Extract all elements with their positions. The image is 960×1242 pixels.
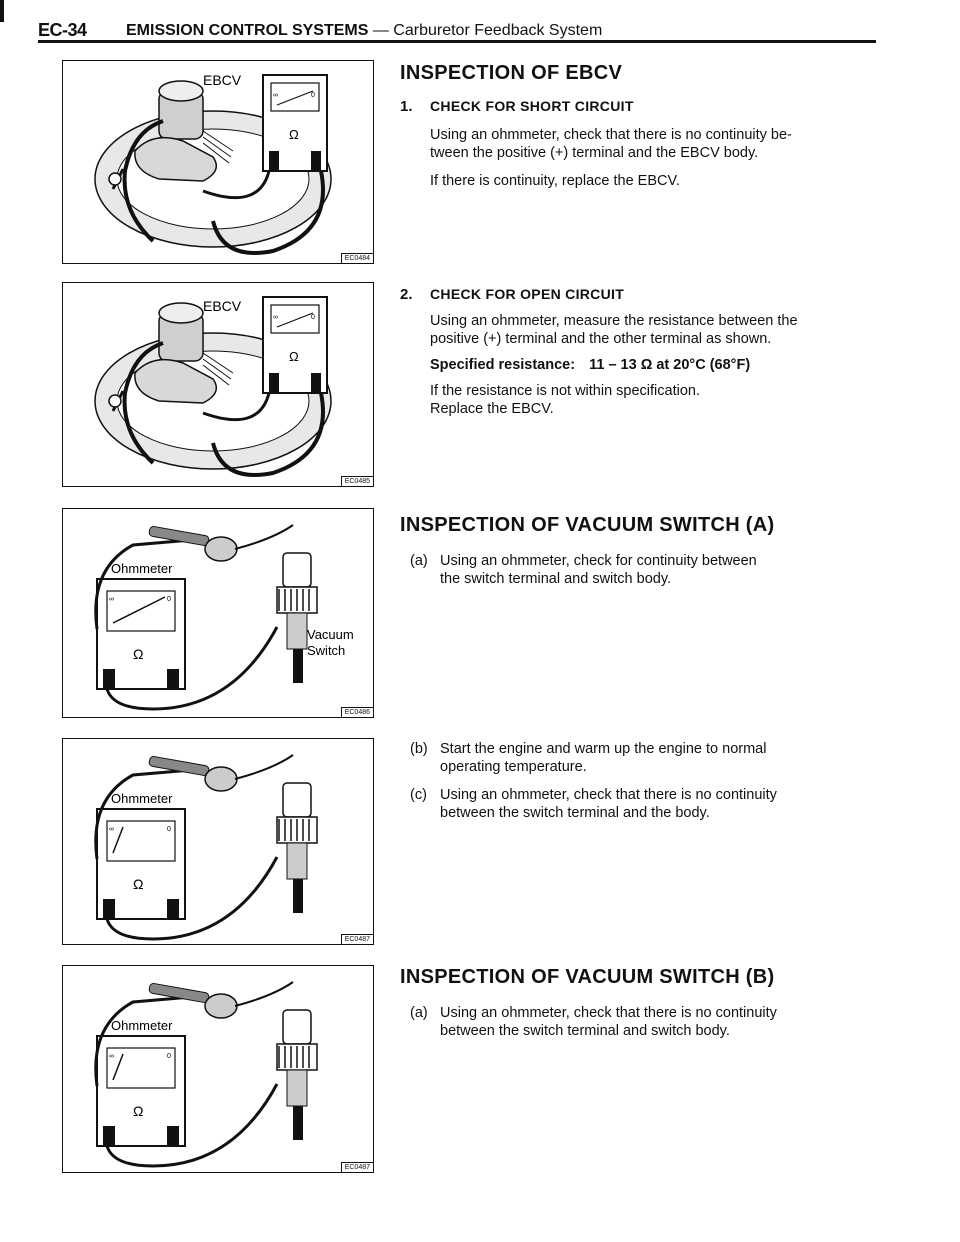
step-label: (a) — [410, 1005, 428, 1021]
label-vacuum: Vacuum — [307, 627, 354, 642]
scale-zero: 0 — [167, 596, 171, 603]
scale-infinity: ∞ — [109, 826, 114, 833]
paragraph-open-circuit-replace: If the resistance is not within specific… — [430, 382, 876, 418]
ebcv-illustration: EBCV ∞ 0 Ω — [94, 296, 332, 477]
vacuum-switch-illustration: Ohmmeter ∞ 0 Ω — [94, 754, 318, 941]
spec-label: Specified resistance: — [430, 357, 576, 373]
heading-inspection-vacuum-switch-b: INSPECTION OF VACUUM SWITCH (B) — [400, 966, 775, 988]
omega-symbol: Ω — [133, 646, 143, 662]
paragraph-short-circuit-check: Using an ohmmeter, check that there is n… — [430, 126, 876, 162]
scale-infinity: ∞ — [109, 596, 114, 603]
figure-vacuum-switch-b: Ohmmeter ∞ 0 Ω EC0487 — [62, 965, 374, 1173]
spec-value: 11 – 13 Ω at 20°C (68°F) — [589, 357, 751, 373]
header-title: EMISSION CONTROL SYSTEMS — Carburetor Fe… — [126, 22, 602, 40]
text-line: tween the positive (+) terminal and the … — [430, 145, 759, 161]
figure-ebcv-short-circuit: EBCV ∞ 0 Ω EC0484 — [62, 60, 374, 264]
figure-code: EC0485 — [340, 476, 373, 486]
step-label: (a) — [410, 553, 428, 569]
label-ohmmeter: Ohmmeter — [111, 1018, 173, 1033]
figure-code: EC0487 — [340, 934, 373, 944]
text-line: Using an ohmmeter, check that there is n… — [440, 787, 777, 803]
figure-vacuum-switch-a-continuity: Ohmmeter ∞ 0 Ω Vacuum Switch EC0486 — [62, 508, 374, 718]
text-line: between the switch terminal and switch b… — [440, 1023, 730, 1039]
omega-symbol: Ω — [133, 876, 143, 892]
ebcv-illustration: EBCV ∞ 0 Ω — [94, 72, 332, 255]
paragraph-open-circuit-measure: Using an ohmmeter, measure the resistanc… — [430, 312, 876, 348]
step-label: (b) — [410, 741, 428, 757]
vacuum-switch-illustration: Ohmmeter ∞ 0 Ω — [94, 981, 318, 1168]
scale-infinity: ∞ — [273, 92, 278, 99]
scale-zero: 0 — [167, 1053, 171, 1060]
step-vsa-b: (b) Start the engine and warm up the eng… — [410, 740, 876, 780]
scale-zero: 0 — [167, 826, 171, 833]
label-ohmmeter: Ohmmeter — [111, 791, 173, 806]
text-line: between the switch terminal and the body… — [440, 805, 710, 821]
page-header: EC-34 EMISSION CONTROL SYSTEMS — Carbure… — [38, 14, 876, 44]
label-ebcv: EBCV — [203, 298, 242, 314]
step-title: CHECK FOR SHORT CIRCUIT — [430, 98, 634, 114]
heading-inspection-vacuum-switch-a: INSPECTION OF VACUUM SWITCH (A) — [400, 514, 775, 536]
corner-crop-mark — [0, 0, 4, 22]
step-text: Using an ohmmeter, check that there is n… — [440, 1004, 876, 1040]
step-text: Start the engine and warm up the engine … — [440, 740, 876, 776]
figure-code: EC0486 — [340, 707, 373, 717]
scale-infinity: ∞ — [109, 1053, 114, 1060]
step-vsa-c: (c) Using an ohmmeter, check that there … — [410, 786, 876, 826]
header-rule — [38, 40, 876, 43]
omega-symbol: Ω — [133, 1103, 143, 1119]
text-line: Using an ohmmeter, check for continuity … — [440, 553, 757, 569]
omega-symbol: Ω — [289, 127, 299, 142]
step-number: 1. — [400, 98, 413, 115]
step-open-circuit: 2. CHECK FOR OPEN CIRCUIT — [400, 286, 876, 306]
label-ebcv: EBCV — [203, 72, 242, 88]
header-title-separator: — — [368, 22, 394, 39]
step-text: Using an ohmmeter, check for continuity … — [440, 552, 876, 588]
heading-inspection-ebcv: INSPECTION OF EBCV — [400, 62, 623, 84]
paragraph-short-circuit-replace: If there is continuity, replace the EBCV… — [430, 173, 680, 189]
specified-resistance: Specified resistance: 11 – 13 Ω at 20°C … — [430, 356, 876, 374]
header-title-sub: Carburetor Feedback System — [393, 22, 603, 39]
omega-symbol: Ω — [289, 349, 299, 364]
text-line: Using an ohmmeter, check that there is n… — [430, 127, 792, 143]
text-line: Start the engine and warm up the engine … — [440, 741, 767, 757]
step-title: CHECK FOR OPEN CIRCUIT — [430, 286, 625, 302]
step-label: (c) — [410, 787, 427, 803]
step-number: 2. — [400, 286, 413, 303]
label-ohmmeter: Ohmmeter — [111, 561, 173, 576]
figure-code: EC0487 — [340, 1162, 373, 1172]
scale-zero: 0 — [311, 92, 315, 99]
text-line: If the resistance is not within specific… — [430, 383, 700, 399]
figure-vacuum-switch-a-warm: Ohmmeter ∞ 0 Ω EC0487 — [62, 738, 374, 945]
text-line: Replace the EBCV. — [430, 401, 554, 417]
step-vsa-a: (a) Using an ohmmeter, check for continu… — [410, 552, 876, 592]
page-number: EC-34 — [38, 20, 87, 40]
text-line: Using an ohmmeter, measure the resistanc… — [430, 313, 798, 329]
vacuum-switch-illustration: Ohmmeter ∞ 0 Ω Vacuum Switch — [94, 524, 354, 711]
header-title-main: EMISSION CONTROL SYSTEMS — [126, 22, 369, 39]
step-text: Using an ohmmeter, check that there is n… — [440, 786, 876, 822]
label-switch: Switch — [307, 643, 345, 658]
text-line: the switch terminal and switch body. — [440, 571, 672, 587]
text-line: positive (+) terminal and the other term… — [430, 331, 772, 347]
figure-code: EC0484 — [340, 253, 373, 263]
text-line: operating temperature. — [440, 759, 587, 775]
step-short-circuit: 1. CHECK FOR SHORT CIRCUIT — [400, 98, 876, 118]
text-line: Using an ohmmeter, check that there is n… — [440, 1005, 777, 1021]
figure-ebcv-open-circuit: EBCV ∞ 0 Ω EC0485 — [62, 282, 374, 487]
step-vsb-a: (a) Using an ohmmeter, check that there … — [410, 1004, 876, 1044]
scale-infinity: ∞ — [273, 314, 278, 321]
scale-zero: 0 — [311, 314, 315, 321]
